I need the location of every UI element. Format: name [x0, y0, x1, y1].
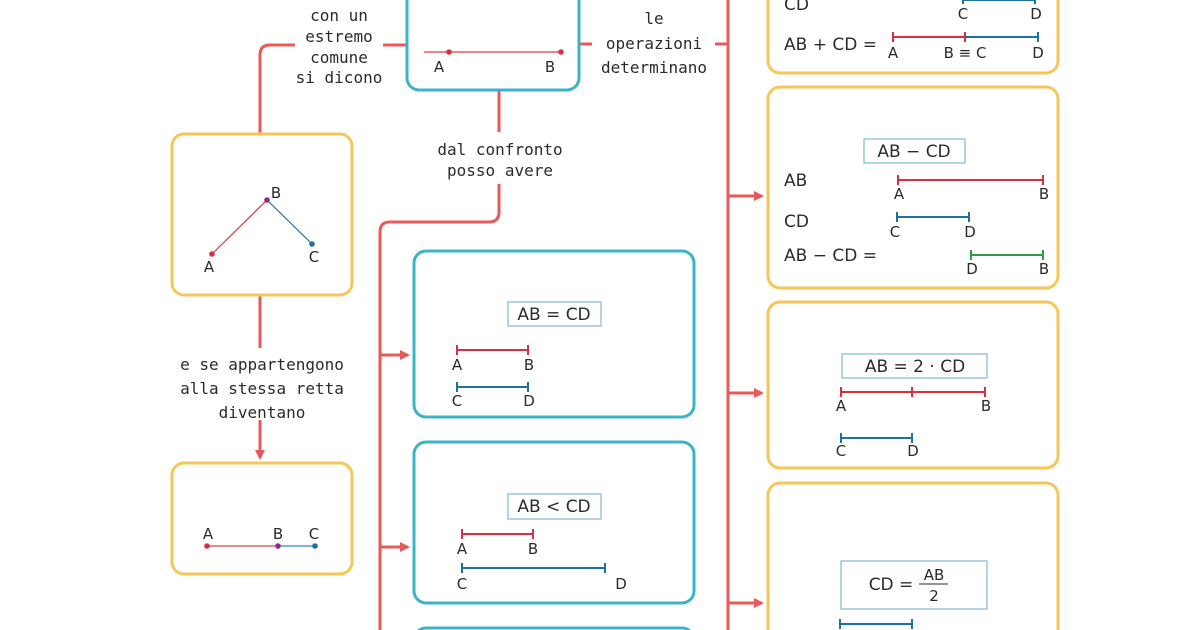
point-label-d: D: [1030, 5, 1042, 23]
label-line: dal confronto: [437, 140, 562, 159]
point-label-a: A: [203, 525, 214, 543]
label-line: le: [644, 9, 663, 28]
segment-cd: [456, 382, 529, 392]
operation-difference-box: AB − CD AB A B CD C D AB − CD = D B: [766, 85, 1060, 290]
point-label-a: A: [836, 397, 847, 415]
segment-ab: [456, 345, 529, 355]
point-label-c: C: [309, 248, 319, 266]
point-label-b: B: [524, 356, 534, 374]
label-common-endpoint: con un estremo comune si dicono: [296, 6, 383, 87]
point-label-b: B: [528, 540, 538, 558]
point-label-a: A: [452, 356, 463, 374]
point-label-c: C: [836, 442, 846, 460]
operation-half-box: CD = AB 2: [766, 481, 1060, 630]
row-label-cd: CD: [784, 212, 809, 232]
point-label-b: B: [1039, 260, 1049, 278]
point-b: [275, 543, 281, 549]
point-label-d: D: [523, 392, 535, 410]
point-a: [446, 49, 452, 55]
point-label-a: A: [204, 258, 215, 276]
point-label-a: A: [894, 185, 905, 203]
segment-ab: [461, 529, 534, 539]
operation-sum-box: CD C D AB + CD = A B ≡ C D: [766, 0, 1060, 75]
label-line: alla stessa retta: [180, 379, 344, 398]
point-label-d: D: [1032, 44, 1044, 62]
operation-multiple-box: AB = 2 · CD A B C D: [766, 300, 1060, 470]
connector-comparison-bottom: [378, 184, 501, 630]
point-a: [209, 251, 215, 257]
label-line: determinano: [601, 58, 707, 77]
point-c: [309, 241, 315, 247]
segment-ab: [840, 387, 986, 397]
formula-numerator: AB: [924, 566, 945, 584]
formula: AB < CD: [517, 497, 590, 517]
segment-db: [970, 250, 1044, 260]
segment-cd: [965, 32, 1039, 42]
point-label-d: D: [615, 575, 627, 593]
segment-box: A B: [405, 0, 581, 92]
formula-frame: [507, 493, 602, 520]
label-line: comune: [310, 48, 368, 67]
label-line: operazioni: [606, 34, 702, 53]
point-label-c: C: [890, 223, 900, 241]
point-label-d: D: [964, 223, 976, 241]
formula: AB − CD: [877, 142, 950, 162]
row-label-ab: AB: [784, 171, 807, 191]
point-label-d: D: [966, 260, 978, 278]
point-label-c: C: [958, 5, 968, 23]
segment-cd: [461, 563, 606, 573]
label-line: posso avere: [447, 161, 553, 180]
point-label-a: A: [457, 540, 468, 558]
point-label-a: A: [434, 58, 445, 76]
segment-cd: [896, 212, 970, 222]
point-label-b-c: B ≡ C: [944, 44, 987, 62]
segment-ab: [211, 199, 268, 255]
segment-ab: [897, 175, 1044, 185]
label-line: e se appartengono: [180, 355, 344, 374]
formula-frame: [863, 138, 966, 164]
point-label-b: B: [545, 58, 555, 76]
point-label-b: B: [981, 397, 991, 415]
label-operations: le operazioni determinano: [601, 9, 707, 77]
label-same-line: e se appartengono alla stessa retta dive…: [180, 355, 344, 422]
point-b: [558, 49, 564, 55]
formula-left: CD =: [869, 575, 914, 595]
consecutive-segments-box: A B C: [170, 132, 354, 297]
point-b: [264, 197, 270, 203]
formula-frame: [507, 301, 602, 327]
adjacent-segments-box: A B C: [170, 461, 354, 576]
comparison-less-box: AB < CD A B C D: [412, 440, 696, 605]
segment-bc: [266, 199, 313, 245]
segment-cd: [962, 0, 1036, 4]
segment-cd: [839, 619, 913, 629]
row-label-sum: AB + CD =: [784, 35, 877, 55]
formula: AB = CD: [517, 305, 590, 325]
segment-cd: [840, 433, 913, 443]
point-label-d: D: [907, 442, 919, 460]
point-label-b: B: [273, 525, 283, 543]
point-label-c: C: [457, 575, 467, 593]
point-label-b: B: [1039, 185, 1049, 203]
label-line: si dicono: [296, 68, 383, 87]
formula-frame: [841, 353, 988, 379]
point-c: [312, 543, 318, 549]
point-label-b: B: [271, 184, 281, 202]
formula-denominator: 2: [929, 587, 939, 605]
row-label-difference: AB − CD =: [784, 246, 877, 266]
label-comparison: dal confronto posso avere: [437, 140, 562, 180]
connector-common-endpoint: [258, 43, 295, 133]
formula-frame: [840, 560, 988, 610]
point-label-a: A: [888, 44, 899, 62]
label-line: con un: [310, 6, 368, 25]
formula: AB = 2 · CD: [865, 357, 965, 377]
label-line: diventano: [219, 403, 306, 422]
row-label-cd: CD: [784, 0, 809, 15]
point-a: [204, 543, 210, 549]
point-label-c: C: [309, 525, 319, 543]
label-line: estremo: [305, 27, 372, 46]
comparison-equal-box: AB = CD A B C D: [412, 249, 696, 419]
connector-lines: [255, 0, 764, 630]
point-label-c: C: [452, 392, 462, 410]
